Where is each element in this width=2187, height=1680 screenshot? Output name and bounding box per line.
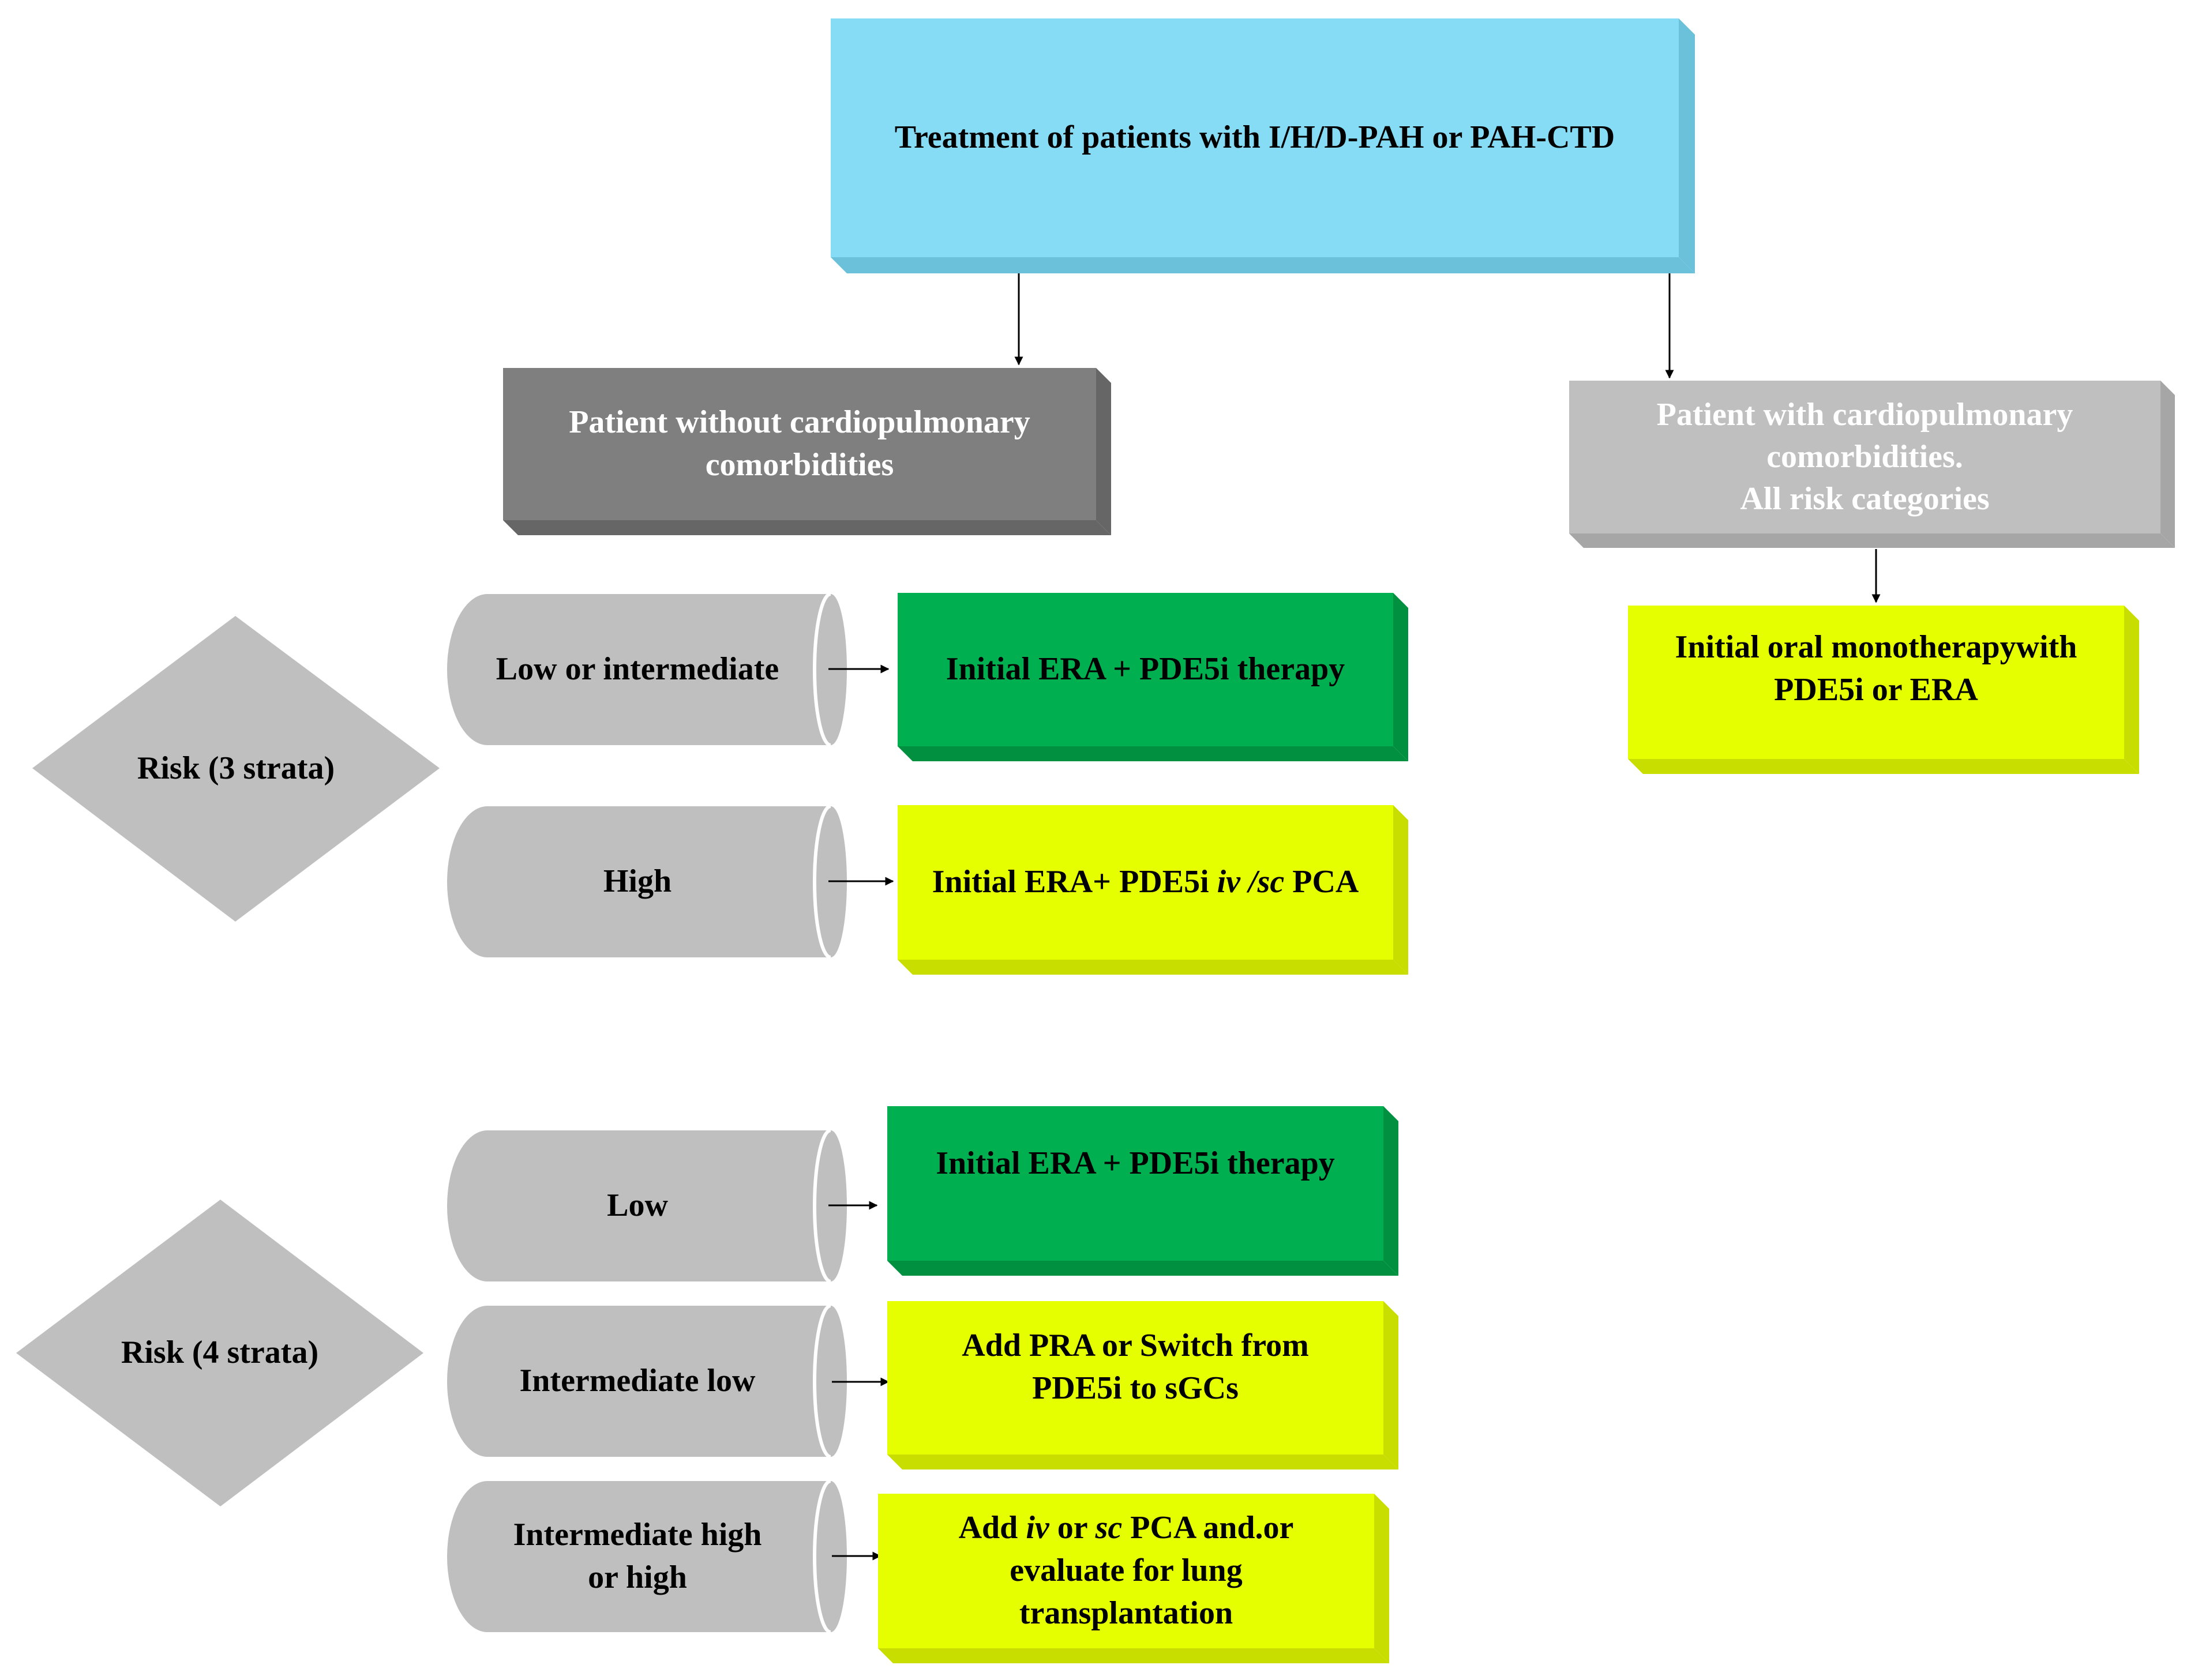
category-row5-line1: Intermediate high <box>513 1517 762 1553</box>
risk3-label: Risk (3 strata) <box>137 750 335 787</box>
right-branch-line1: Patient with cardiopulmonary <box>1656 397 2073 433</box>
right-result-line1: Initial oral monotherapywith <box>1675 629 2077 666</box>
therapy-row1: Initial ERA + PDE5i therapy <box>898 593 1393 746</box>
therapy-row5-line2: evaluate for lung <box>1010 1553 1243 1589</box>
left-branch-box <box>503 368 1111 535</box>
category-row5-line2: or high <box>588 1559 687 1595</box>
right-branch-line3: All risk categories <box>1740 480 1990 517</box>
therapy-row2-post: PCA <box>1292 864 1359 900</box>
therapy-row1-label: Initial ERA + PDE5i therapy <box>946 651 1345 687</box>
right-result-box <box>1628 606 2139 774</box>
category-row4-label: Intermediate low <box>519 1363 756 1399</box>
left-branch-line2: comorbidities <box>705 447 894 483</box>
therapy-box-row4 <box>887 1301 1398 1469</box>
right-result-text: Initial oral monotherapywith PDE5i or ER… <box>1628 606 2124 732</box>
cyl-low-intermediate <box>447 592 847 747</box>
category-row2: High <box>450 806 825 957</box>
therapy-row5-line1: Add iv or sc PCA and.or <box>959 1507 1294 1550</box>
category-row3: Low <box>450 1130 825 1281</box>
category-row1: Low or intermediate <box>450 594 825 745</box>
title-label: Treatment of patients with I/H/D-PAH or … <box>894 119 1615 156</box>
category-row1-label: Low or intermediate <box>496 651 779 687</box>
therapy-row2-label: Initial ERA+ PDE5i iv /sc PCA <box>932 861 1359 904</box>
risk4-label: Risk (4 strata) <box>121 1335 319 1371</box>
therapy-row4-line2: PDE5i to sGCs <box>1032 1370 1239 1406</box>
therapy-row5: Add iv or sc PCA and.or evaluate for lun… <box>878 1494 1374 1648</box>
category-row5: Intermediate high or high <box>450 1481 825 1632</box>
therapy-box-row1 <box>898 593 1408 761</box>
therapy-row4: Add PRA or Switch from PDE5i to sGCs <box>887 1301 1383 1434</box>
risk4-diamond <box>16 1200 423 1506</box>
risk3-diamond <box>32 616 440 922</box>
therapy-row2: Initial ERA+ PDE5i iv /sc PCA <box>898 805 1393 960</box>
cyl-low <box>447 1129 847 1283</box>
therapy-row2-pre: Initial ERA+ PDE5i <box>932 864 1209 900</box>
cyl-intermediate-low <box>447 1304 847 1459</box>
cyl-intermediate-high <box>447 1479 847 1634</box>
therapy-row3-label: Initial ERA + PDE5i therapy <box>936 1145 1335 1182</box>
cyl-high <box>447 805 847 959</box>
right-branch-text: Patient with cardiopulmonary comorbiditi… <box>1569 381 2160 533</box>
category-row2-label: High <box>603 863 672 900</box>
right-result-line2: PDE5i or ERA <box>1774 672 1978 708</box>
risk3-text: Risk (3 strata) <box>32 616 440 922</box>
category-row4: Intermediate low <box>450 1306 825 1457</box>
therapy-row4-line1: Add PRA or Switch from <box>962 1328 1309 1364</box>
therapy-row5-rest: PCA and.or <box>1130 1510 1294 1546</box>
right-branch-line2: comorbidities. <box>1766 439 1963 475</box>
therapy-row5-add: Add <box>958 1510 1018 1546</box>
title-box <box>831 18 1695 273</box>
therapy-box-row3 <box>887 1106 1398 1276</box>
therapy-box-row2 <box>898 805 1408 975</box>
therapy-row5-or: or <box>1057 1510 1087 1546</box>
left-branch-text: Patient without cardiopulmonary comorbid… <box>503 368 1096 520</box>
therapy-row5-route-sc: sc <box>1095 1510 1123 1546</box>
therapy-row5-line3: transplantation <box>1019 1595 1233 1631</box>
therapy-row5-route-iv: iv <box>1026 1510 1049 1546</box>
risk4-text: Risk (4 strata) <box>16 1200 423 1506</box>
therapy-row3: Initial ERA + PDE5i therapy <box>887 1106 1383 1222</box>
therapy-row2-route: iv /sc <box>1217 864 1285 900</box>
right-branch-box <box>1569 381 2175 548</box>
therapy-box-row5 <box>878 1494 1389 1663</box>
left-branch-line1: Patient without cardiopulmonary <box>569 404 1030 441</box>
category-row3-label: Low <box>607 1187 668 1224</box>
title-text: Treatment of patients with I/H/D-PAH or … <box>831 18 1679 257</box>
